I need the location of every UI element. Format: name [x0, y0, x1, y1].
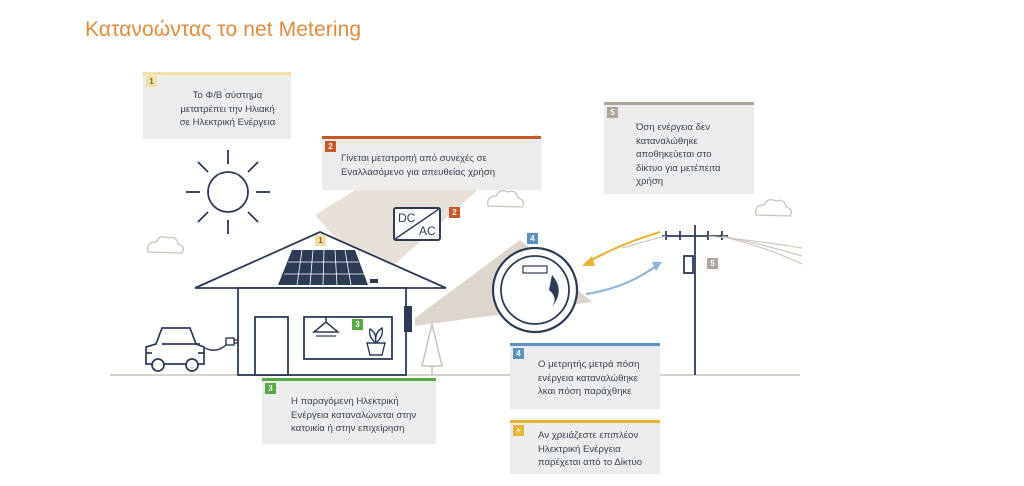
callout-3-line: Η παραγόμενη Ηλεκτρική [291, 396, 399, 407]
callout-4-line: λκαι πόση παράχθηκε [538, 386, 632, 397]
callout-2-badge: 2 [325, 141, 336, 152]
plant-icon [366, 326, 386, 356]
callout-plus-line: Ηλεκτρική Ενέργεια [538, 443, 621, 455]
callout-plus-line: παρέχεται από το Δίκτυο [538, 457, 643, 468]
dc-label: DC [398, 211, 416, 225]
callout-1-line: Το Φ/Β σύστημα [192, 90, 263, 101]
callout-1-line: μετατρέπει την Ηλιακή [180, 103, 275, 115]
inverter-unit [370, 279, 378, 283]
callout-3: 3 Η παραγόμενη Ηλεκτρική Ενέργεια κατανα… [262, 378, 436, 444]
callout-4-line: Ο μετρητής μετρά πόση [538, 359, 640, 370]
callout-1-line: σε Ηλεκτρική Ενέργεια [179, 117, 276, 128]
callout-2: 2 Γίνεται μετατροπή από συνεχές σε Εναλλ… [322, 136, 541, 190]
solar-panel-icon [278, 249, 368, 286]
cloud-icon [147, 236, 184, 254]
callout-1: 1 Το Φ/Β σύστημα μετατρέπει την Ηλιακή σ… [143, 72, 291, 139]
callout-4: 4 Ο μετρητής μετρά πόση ενέργεια καταναλ… [510, 343, 660, 409]
sun-icon [186, 150, 270, 234]
callout-5-line: καταναλώθηκε [636, 135, 698, 147]
callout-3-line: Ενέργεια καταναλώνεται στην [291, 409, 417, 421]
cloud-icon [487, 190, 524, 208]
inverter-dc-ac-sign: DC AC [393, 207, 441, 241]
tree-icon [421, 323, 443, 375]
page-title: Κατανοώντας το net Metering [85, 18, 362, 41]
grid-supply-arrow [587, 230, 661, 263]
grid-supply-arrowhead [582, 256, 595, 266]
callout-2-line: Γίνεται μετατροπή από συνεχές σε [341, 153, 487, 164]
callout-2-line: Εναλλασόμενο για απευθείας χρήση [341, 166, 496, 178]
callout-plus-line: Αν χρειάζεστε επιπλέον [538, 430, 639, 441]
ac-label: AC [419, 224, 436, 238]
badge-roof: 1 [315, 235, 326, 246]
callout-3-badge: 3 [265, 383, 276, 394]
callout-1-badge: 1 [146, 76, 157, 87]
callout-5-line: χρήση [636, 176, 664, 187]
callout-plus-badge: + [513, 425, 524, 436]
meter-box [404, 306, 412, 332]
car-icon [145, 327, 205, 372]
meter-icon [491, 246, 579, 334]
callout-3-line: κατοικία ή στην επιχείρηση [291, 423, 405, 434]
plug-icon [204, 337, 238, 351]
callout-4-line: ενέργεια καταναλώθηκε [538, 372, 638, 384]
power-pole-icon [662, 225, 728, 375]
grid-export-arrow [585, 265, 657, 296]
badge-indoor: 3 [352, 319, 363, 330]
power-lines [621, 235, 803, 265]
callout-5-line: Όση ενέργεια δεν [636, 122, 710, 133]
lamp-icon [311, 317, 341, 337]
badge-meter: 4 [527, 233, 538, 244]
badge-inverter: 2 [449, 207, 460, 218]
callout-5: 5 Όση ενέργεια δεν καταναλώθηκε αποθηκεύ… [604, 102, 754, 194]
callout-5-line: δίκτυο για μετέπειτα [636, 162, 721, 174]
badge-pole: 5 [707, 258, 718, 269]
callout-5-badge: 5 [607, 107, 618, 118]
callout-5-line: αποθηκεύεται στο [636, 149, 712, 160]
cloud-icon [755, 199, 792, 217]
callout-4-badge: 4 [513, 348, 524, 359]
grid-export-arrowhead [652, 262, 662, 271]
callout-plus: + Αν χρειάζεστε επιπλέον Ηλεκτρική Ενέργ… [510, 420, 660, 474]
